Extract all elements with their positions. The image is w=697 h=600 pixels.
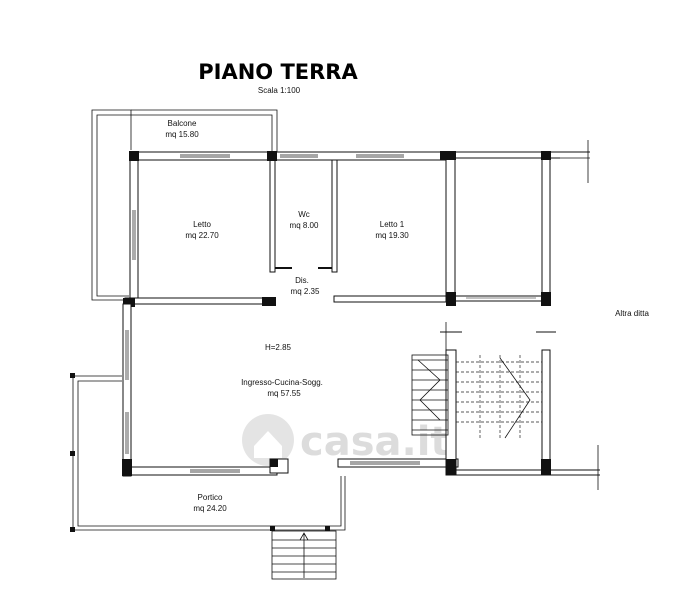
room-portico-area: mq 24.20 (193, 504, 227, 513)
room-portico-name: Portico (198, 493, 223, 502)
balcone-outline (91, 109, 278, 301)
staircase (411, 354, 542, 440)
room-ingresso-name: Ingresso-Cucina-Sogg. (241, 378, 323, 387)
room-dis-area: mq 2.35 (291, 287, 320, 296)
watermark: casa.it (242, 414, 450, 466)
room-wc-name: Wc (298, 210, 310, 219)
ceiling-height: H=2.85 (265, 343, 292, 352)
room-balcone-area: mq 15.80 (165, 130, 199, 139)
neighbor-label: Altra ditta (615, 309, 649, 318)
entry-steps (271, 530, 337, 580)
watermark-text: casa.it (300, 419, 450, 465)
plan-scale: Scala 1:100 (258, 86, 301, 95)
house-icon (242, 414, 294, 466)
room-letto-area: mq 22.70 (185, 231, 219, 240)
walls (122, 140, 600, 490)
room-letto1-name: Letto 1 (380, 220, 405, 229)
room-letto1-area: mq 19.30 (375, 231, 409, 240)
room-balcone-name: Balcone (168, 119, 197, 128)
plan-title: PIANO TERRA (198, 60, 358, 84)
room-dis-name: Dis. (295, 276, 309, 285)
room-wc-area: mq 8.00 (290, 221, 319, 230)
portico-outline (70, 373, 346, 532)
room-ingresso-area: mq 57.55 (267, 389, 301, 398)
room-letto-name: Letto (193, 220, 211, 229)
